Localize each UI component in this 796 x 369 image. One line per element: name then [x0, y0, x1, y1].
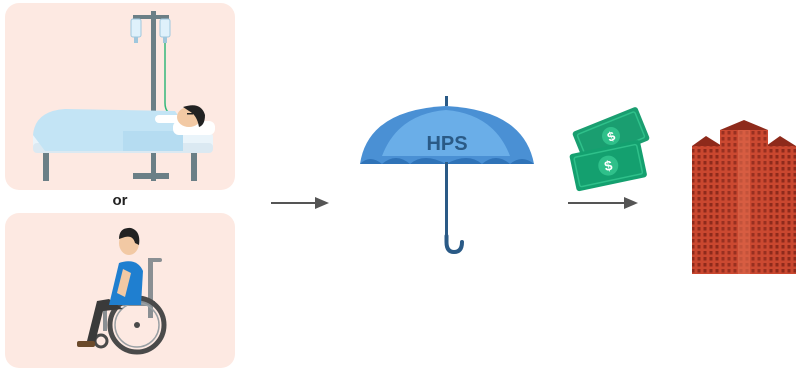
or-label: or — [112, 192, 128, 209]
umbrella-label: HPS — [426, 133, 467, 155]
svg-text:$: $ — [603, 157, 614, 174]
apartment-building-icon — [692, 120, 796, 274]
dollar-bills-icon: $ $ — [569, 107, 650, 192]
wheelchair-panel — [5, 213, 235, 368]
person-in-wheelchair-icon — [77, 227, 167, 355]
umbrella-icon: HPS — [360, 96, 534, 255]
patient-in-hospital-bed-icon — [33, 11, 215, 181]
hospital-bed-panel — [5, 3, 235, 190]
arrow-right-icon — [568, 197, 638, 209]
arrow-right-icon — [271, 197, 329, 209]
